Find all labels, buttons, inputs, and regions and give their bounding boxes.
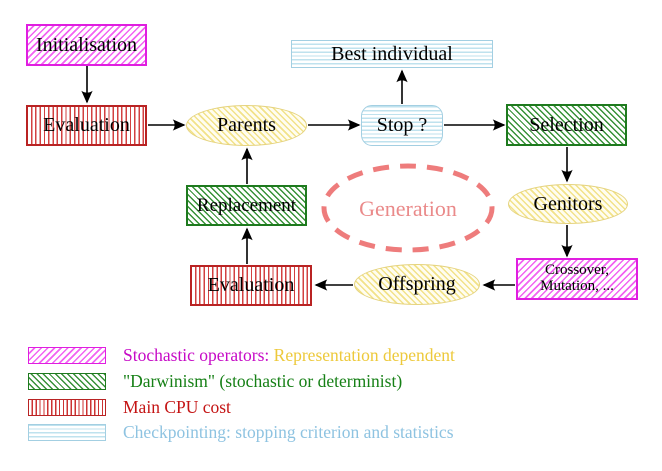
legend-row-checkpointing: Checkpointing: stopping criterion and st… bbox=[28, 422, 454, 443]
node-replacement: Replacement bbox=[186, 185, 307, 226]
node-evaluation-top: Evaluation bbox=[26, 105, 147, 146]
legend-label-checkpointing: Checkpointing: stopping criterion and st… bbox=[123, 422, 454, 442]
node-selection: Selection bbox=[506, 104, 627, 146]
generation-label: Generation bbox=[359, 196, 457, 221]
node-parents: Parents bbox=[186, 105, 307, 146]
legend-row-cpu: Main CPU cost bbox=[28, 397, 231, 418]
node-evaluation-bottom: Evaluation bbox=[190, 265, 312, 306]
node-best-individual: Best individual bbox=[291, 40, 493, 68]
crossover-line2: Mutation, ... bbox=[540, 278, 614, 294]
legend-label-darwinism: "Darwinism" (stochastic or determinist) bbox=[123, 371, 403, 391]
node-crossover-mutation: Crossover, Mutation, ... bbox=[516, 258, 638, 300]
legend-swatch-checkpointing bbox=[28, 424, 106, 441]
node-offspring: Offspring bbox=[354, 264, 480, 305]
legend-swatch-cpu bbox=[28, 399, 106, 416]
legend-label-representation: Representation dependent bbox=[273, 345, 455, 365]
legend-row-darwinism: "Darwinism" (stochastic or determinist) bbox=[28, 371, 402, 392]
legend-swatch-stochastic bbox=[28, 347, 106, 364]
legend-label-stochastic: Stochastic operators: bbox=[123, 345, 270, 365]
legend-swatch-darwinism bbox=[28, 373, 106, 390]
node-initialisation: Initialisation bbox=[26, 24, 147, 66]
node-stop: Stop ? bbox=[361, 105, 443, 146]
legend-row-stochastic: Stochastic operators: Representation dep… bbox=[28, 345, 455, 366]
legend-label-cpu: Main CPU cost bbox=[123, 397, 231, 417]
crossover-line1: Crossover, bbox=[545, 262, 609, 279]
node-genitors: Genitors bbox=[508, 184, 628, 224]
